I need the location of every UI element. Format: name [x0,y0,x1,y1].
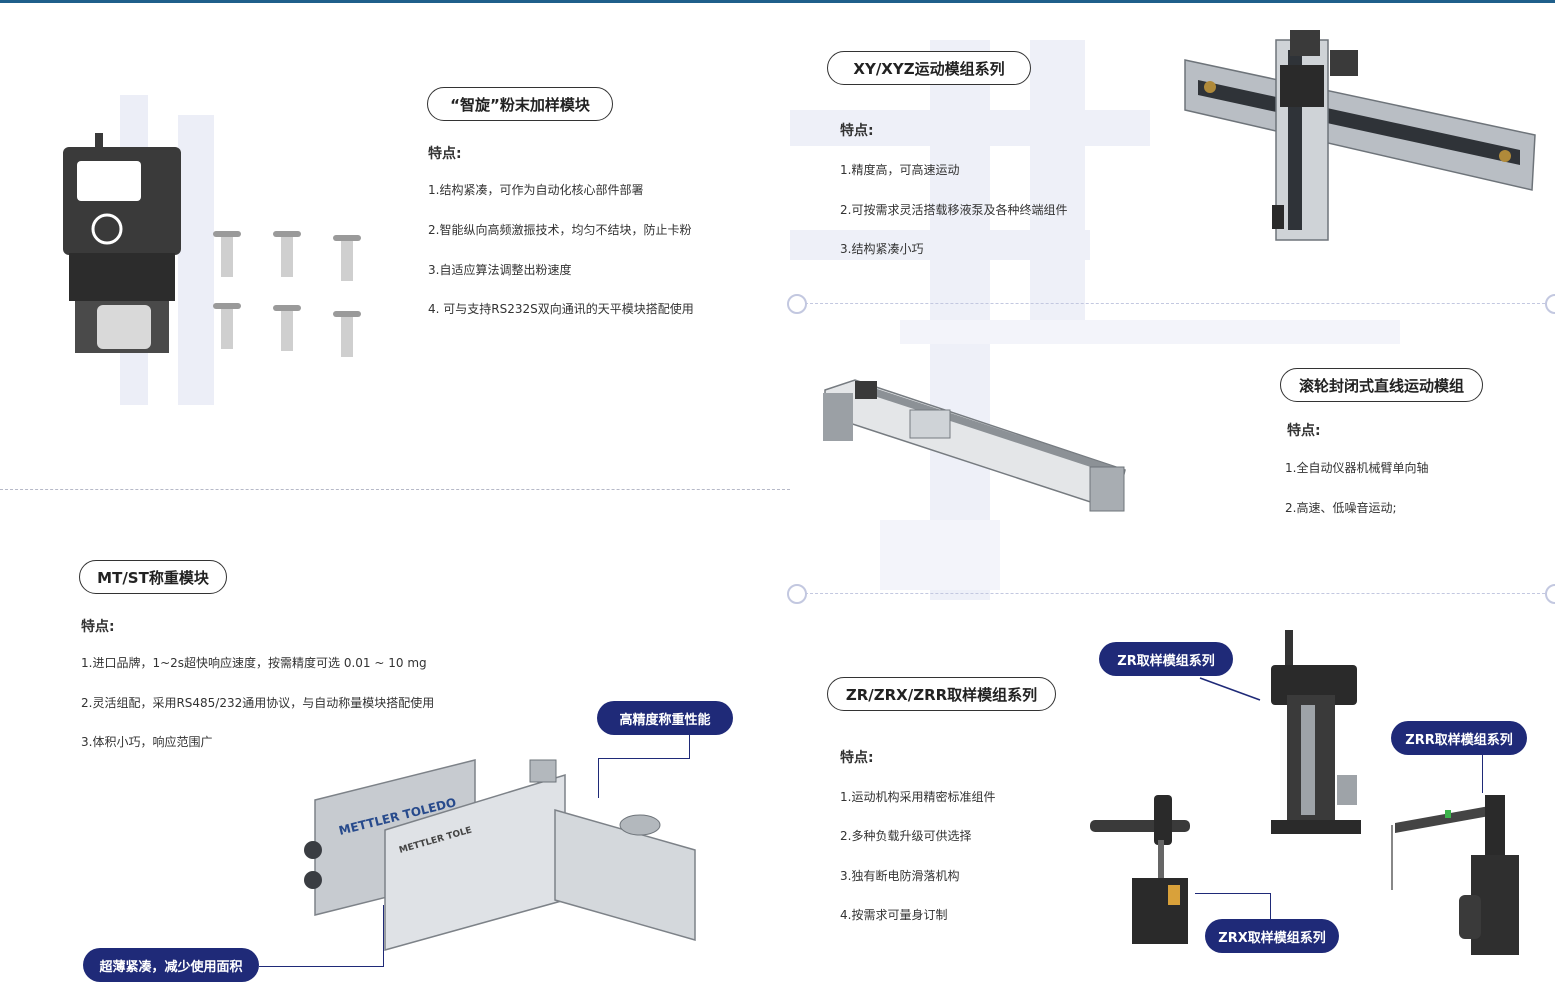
xyz-feature-1: 1.精度高，可高速运动 [840,163,960,177]
xyz-gantry-illustration [1184,30,1536,241]
divider-right-bottom [805,593,1545,594]
zr-feature-3: 3.独有断电防滑落机构 [840,869,960,883]
powder-features-label: 特点: [428,146,462,162]
xyz-feature-2: 2.可按需求灵活搭载移液泵及各种终端组件 [840,203,1068,217]
zr-feature-4: 4.按需求可量身订制 [840,908,948,922]
weighing-feature-3: 3.体积小巧，响应范围广 [81,735,213,749]
powder-feature-2: 2.智能纵向高频激振技术，均匀不结块，防止卡粉 [428,223,692,237]
powder-feature-1: 1.结构紧凑，可作为自动化核心部件部署 [428,183,644,197]
xyz-features-label: 特点: [840,123,874,139]
zrr-module-illustration [1391,795,1519,955]
tag-zrx-series: ZRX取样模组系列 [1205,919,1339,953]
divider-ring [1545,584,1555,604]
top-accent-line [0,0,1555,3]
zr-feature-1: 1.运动机构采用精密标准组件 [840,790,996,804]
divider-ring [787,584,807,604]
leader-line [259,905,384,967]
divider-ring [787,294,807,314]
powder-module-title: “智旋”粉末加样模块 [427,87,613,121]
leader-line [1482,755,1483,793]
xyz-module-title: XY/XYZ运动模组系列 [827,51,1031,85]
divider-left [0,489,790,490]
roller-feature-2: 2.高速、低噪音运动; [1285,501,1397,515]
xyz-feature-3: 3.结构紧凑小巧 [840,242,924,256]
leader-line [1199,677,1261,701]
roller-module-title: 滚轮封闭式直线运动模组 [1280,368,1483,402]
weighing-feature-1: 1.进口品牌，1~2s超快响应速度，按需精度可选 0.01 ~ 10 mg [81,656,427,670]
divider-right-top [805,303,1545,304]
tag-ultra-thin: 超薄紧凑，减少使用面积 [83,948,259,982]
zr-feature-2: 2.多种负载升级可供选择 [840,829,972,843]
leader-line [598,758,599,798]
powder-dispenser-illustration [63,133,361,357]
roller-features-label: 特点: [1287,423,1321,439]
tag-high-precision: 高精度称重性能 [597,701,733,735]
leader-line [598,735,690,759]
zr-features-label: 特点: [840,750,874,766]
zr-module-title: ZR/ZRX/ZRR取样模组系列 [827,677,1056,711]
weighing-features-label: 特点: [81,619,115,635]
linear-rail-illustration [823,379,1126,512]
leader-line [1195,893,1271,919]
powder-feature-4: 4. 可与支持RS232S双向通讯的天平模块搭配使用 [428,302,694,316]
weighing-module-title: MT/ST称重模块 [79,560,227,594]
zr-module-illustration [1271,630,1361,834]
tag-zr-series: ZR取样模组系列 [1099,642,1233,676]
powder-feature-3: 3.自适应算法调整出粉速度 [428,263,572,277]
load-cell-illustration: METTLER TOLEDO METTLER TOLE [304,759,696,951]
zrx-module-illustration [1090,795,1190,944]
roller-feature-1: 1.全自动仪器机械臂单向轴 [1285,461,1429,475]
divider-ring [1545,294,1555,314]
weighing-feature-2: 2.灵活组配，采用RS485/232通用协议，与自动称量模块搭配使用 [81,696,435,710]
tag-zrr-series: ZRR取样模组系列 [1391,721,1527,755]
